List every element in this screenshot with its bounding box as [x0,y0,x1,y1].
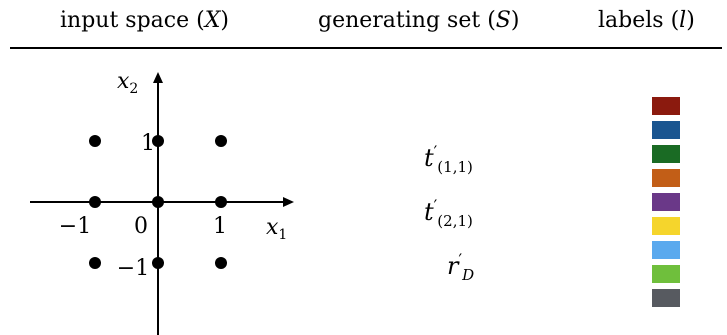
lattice-point [89,196,101,208]
generator-reflection: r′D [447,250,475,284]
tick-label-origin: 0 [134,214,148,239]
lattice-point [215,196,227,208]
header-gen-close: ) [510,8,520,33]
lattice-point [89,135,101,147]
label-swatch [652,289,680,307]
header-rule [10,47,722,49]
label-swatch [652,97,680,115]
generator-translation-2: t′(2,1) [424,196,473,230]
label-swatch [652,169,680,187]
lattice-points [89,135,227,269]
lattice-point [215,135,227,147]
x-axis-arrowhead [283,197,294,207]
header-labels-text: labels ( [598,8,680,33]
header-gen-symbol: S [495,8,511,33]
header-input-close: ) [220,8,229,33]
label-swatch [652,145,680,163]
header-labels: labels (l) [598,8,695,33]
header-labels-close: ) [686,8,695,33]
tick-label-x-neg1: −1 [59,214,91,239]
lattice-point [152,257,164,269]
header-input-symbol: X [204,8,221,33]
x-axis-label: x1 [266,215,287,243]
header-generating-set: generating set (S) [318,8,519,33]
header-input-text: input space ( [60,8,205,33]
y-axis-arrowhead [153,72,163,83]
label-swatch [652,121,680,139]
tick-label-x-pos1: 1 [213,214,227,239]
lattice-point [89,257,101,269]
tick-label-y-pos1: 1 [141,131,155,156]
lattice-point [152,196,164,208]
lattice-point [152,135,164,147]
header-labels-symbol: l [679,8,687,33]
label-swatch [652,265,680,283]
label-swatch [652,193,680,211]
header-input-space: input space (X) [60,8,229,33]
tick-label-y-neg1: −1 [117,256,149,281]
generator-translation-1: t′(1,1) [424,142,473,176]
y-axis-label: x2 [117,69,138,97]
header-gen-text: generating set ( [318,8,496,33]
lattice-point [215,257,227,269]
label-swatch [652,217,680,235]
label-swatch [652,241,680,259]
